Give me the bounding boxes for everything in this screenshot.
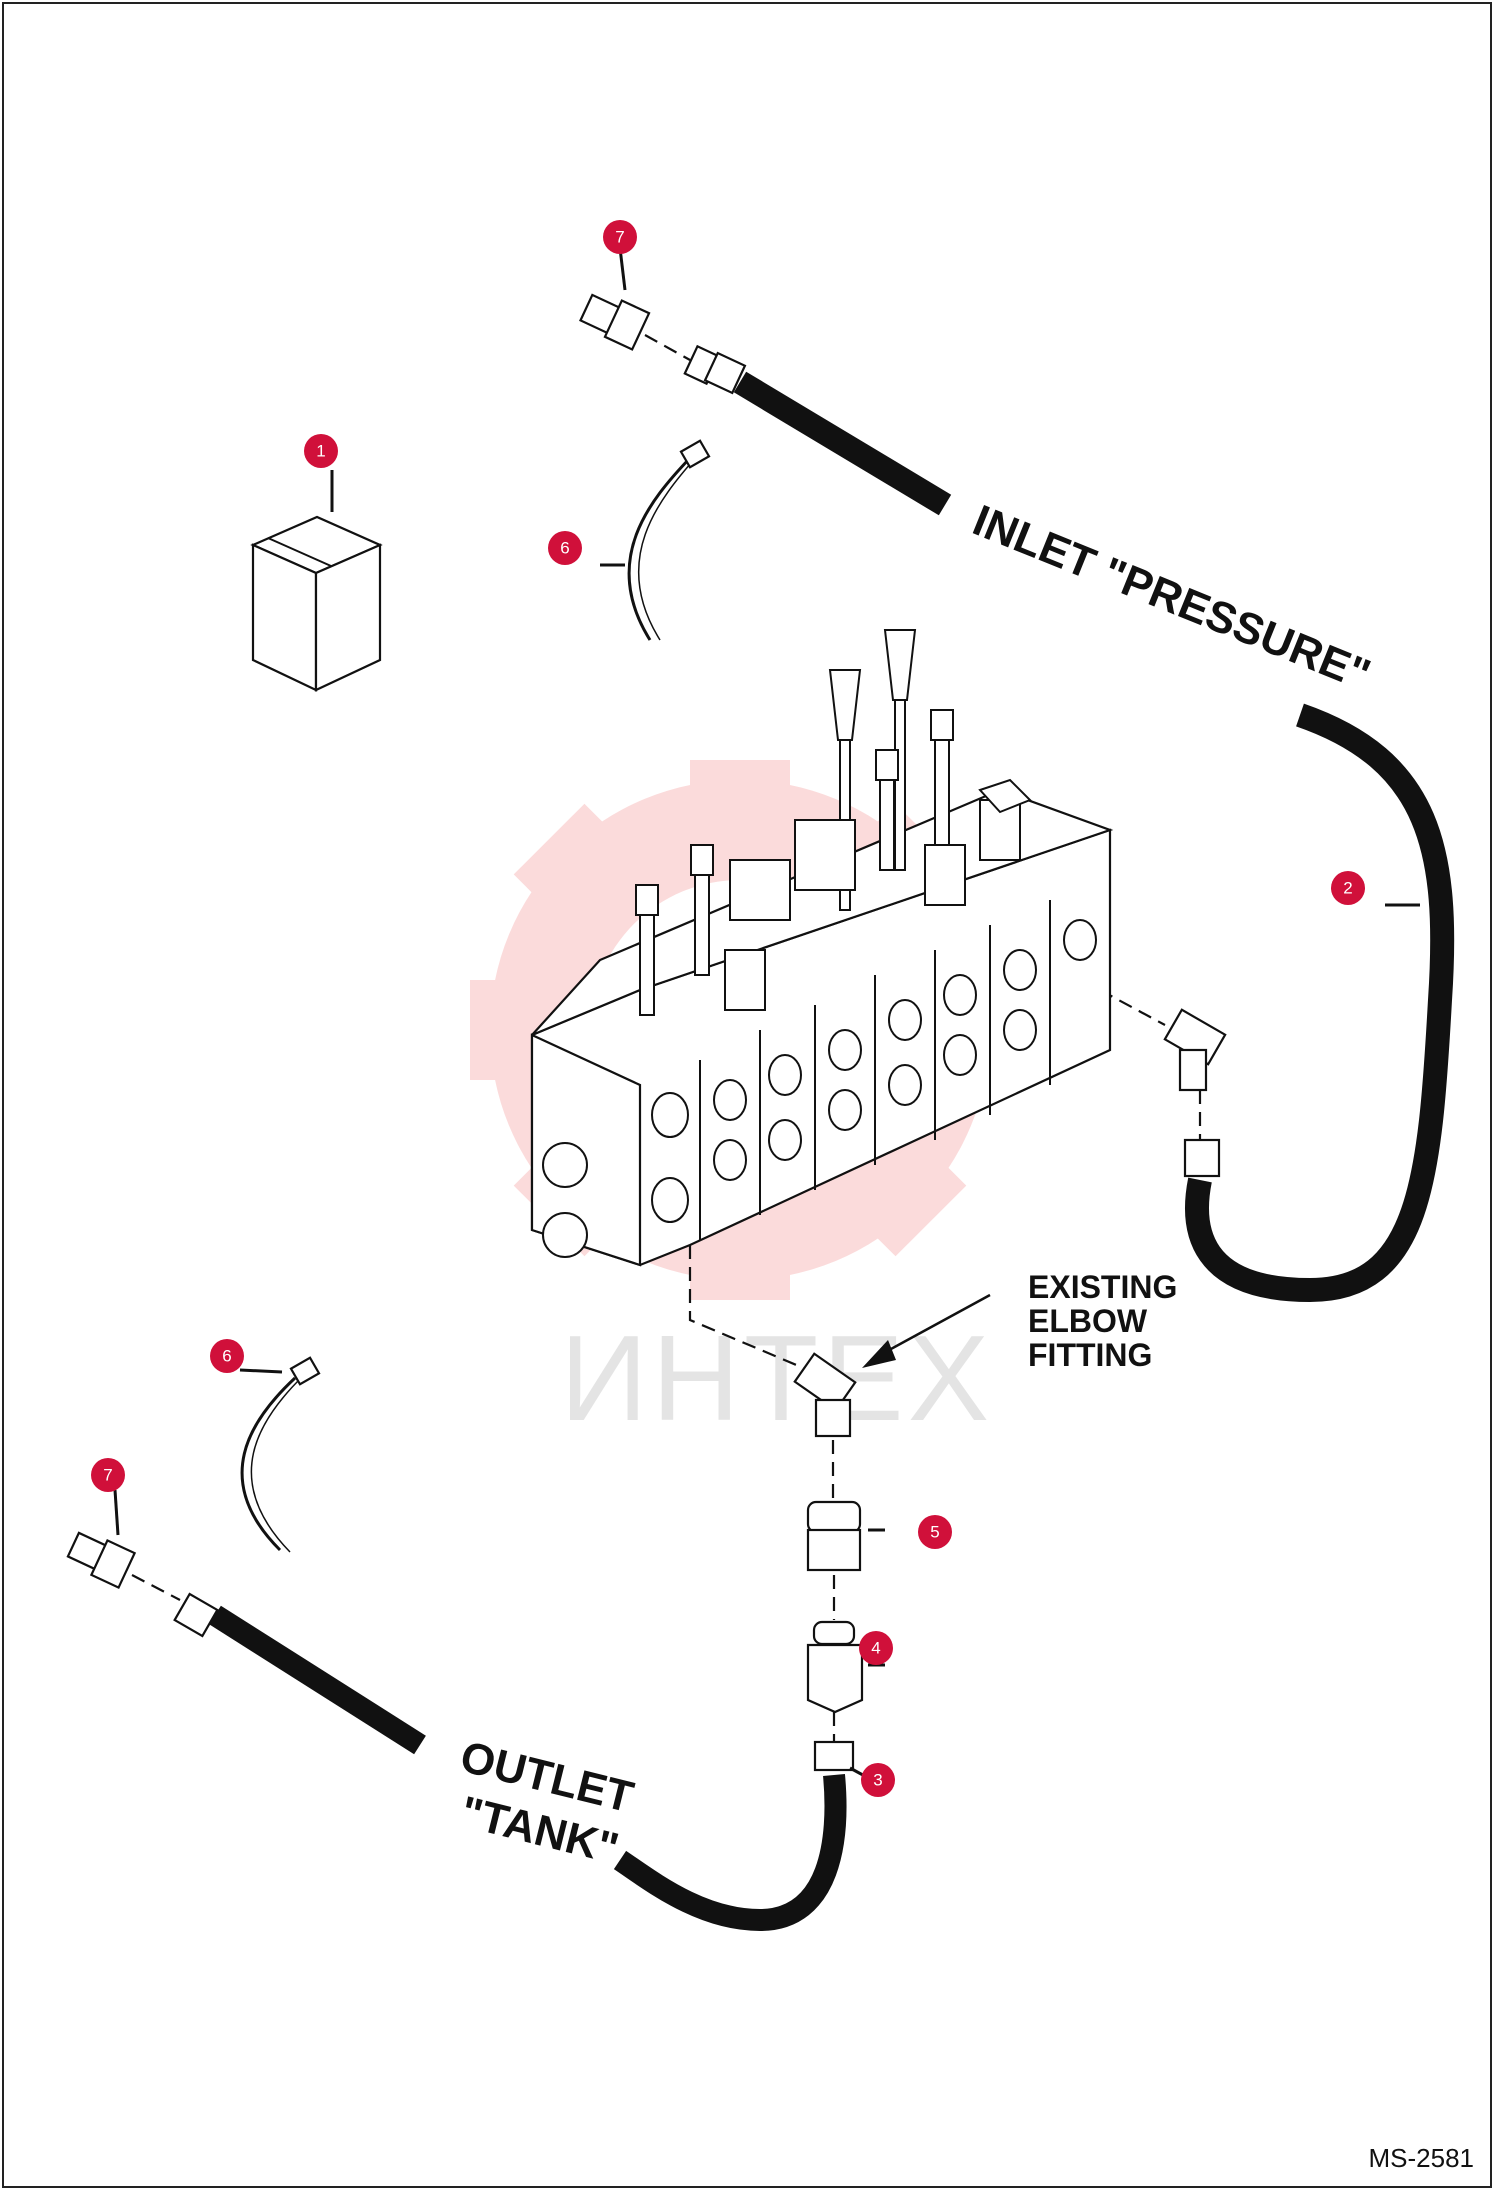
svg-text:5: 5 <box>930 1523 939 1542</box>
callout-7b: 7 <box>91 1458 125 1492</box>
watermark-text: ИНТЕХ <box>560 1310 993 1446</box>
svg-text:ELBOW: ELBOW <box>1028 1303 1148 1339</box>
control-levers <box>635 629 1032 1016</box>
svg-text:1: 1 <box>316 442 325 461</box>
callout-4: 4 <box>859 1631 893 1665</box>
svg-text:6: 6 <box>222 1347 231 1366</box>
svg-text:6: 6 <box>560 539 569 558</box>
inlet-hose-label: INLET "PRESSURE" <box>966 496 1377 700</box>
svg-text:FITTING: FITTING <box>1028 1337 1152 1373</box>
callout-3: 3 <box>861 1763 895 1797</box>
outlet-hose <box>173 1592 855 1932</box>
svg-text:7: 7 <box>615 228 624 247</box>
svg-text:EXISTING: EXISTING <box>1028 1269 1177 1305</box>
fitting-part-4 <box>806 1620 864 1714</box>
inlet-hose <box>683 344 1455 1303</box>
callout-1: 1 <box>304 434 338 468</box>
svg-text:4: 4 <box>871 1639 880 1658</box>
existing-elbow-label: EXISTING ELBOW FITTING <box>1028 1269 1177 1373</box>
kit-box <box>250 515 383 692</box>
callout-6b: 6 <box>210 1339 244 1373</box>
svg-text:2: 2 <box>1343 879 1352 898</box>
callout-6a: 6 <box>548 531 582 565</box>
right-elbow-fitting <box>1099 989 1227 1140</box>
figure-id: MS-2581 <box>1368 2143 1475 2173</box>
fitting-part-5 <box>806 1500 862 1572</box>
control-valve-assembly <box>530 629 1114 1267</box>
svg-text:7: 7 <box>103 1466 112 1485</box>
adapter-fitting-lower <box>66 1531 137 1590</box>
callout-7a: 7 <box>603 220 637 254</box>
adapter-fitting-upper <box>579 293 651 351</box>
existing-elbow-fitting <box>793 1352 857 1438</box>
wire-harness-lower <box>240 1356 321 1553</box>
callout-2: 2 <box>1331 871 1365 905</box>
svg-text:3: 3 <box>873 1771 882 1790</box>
callout-5: 5 <box>918 1515 952 1549</box>
wire-harness-upper <box>627 439 711 641</box>
